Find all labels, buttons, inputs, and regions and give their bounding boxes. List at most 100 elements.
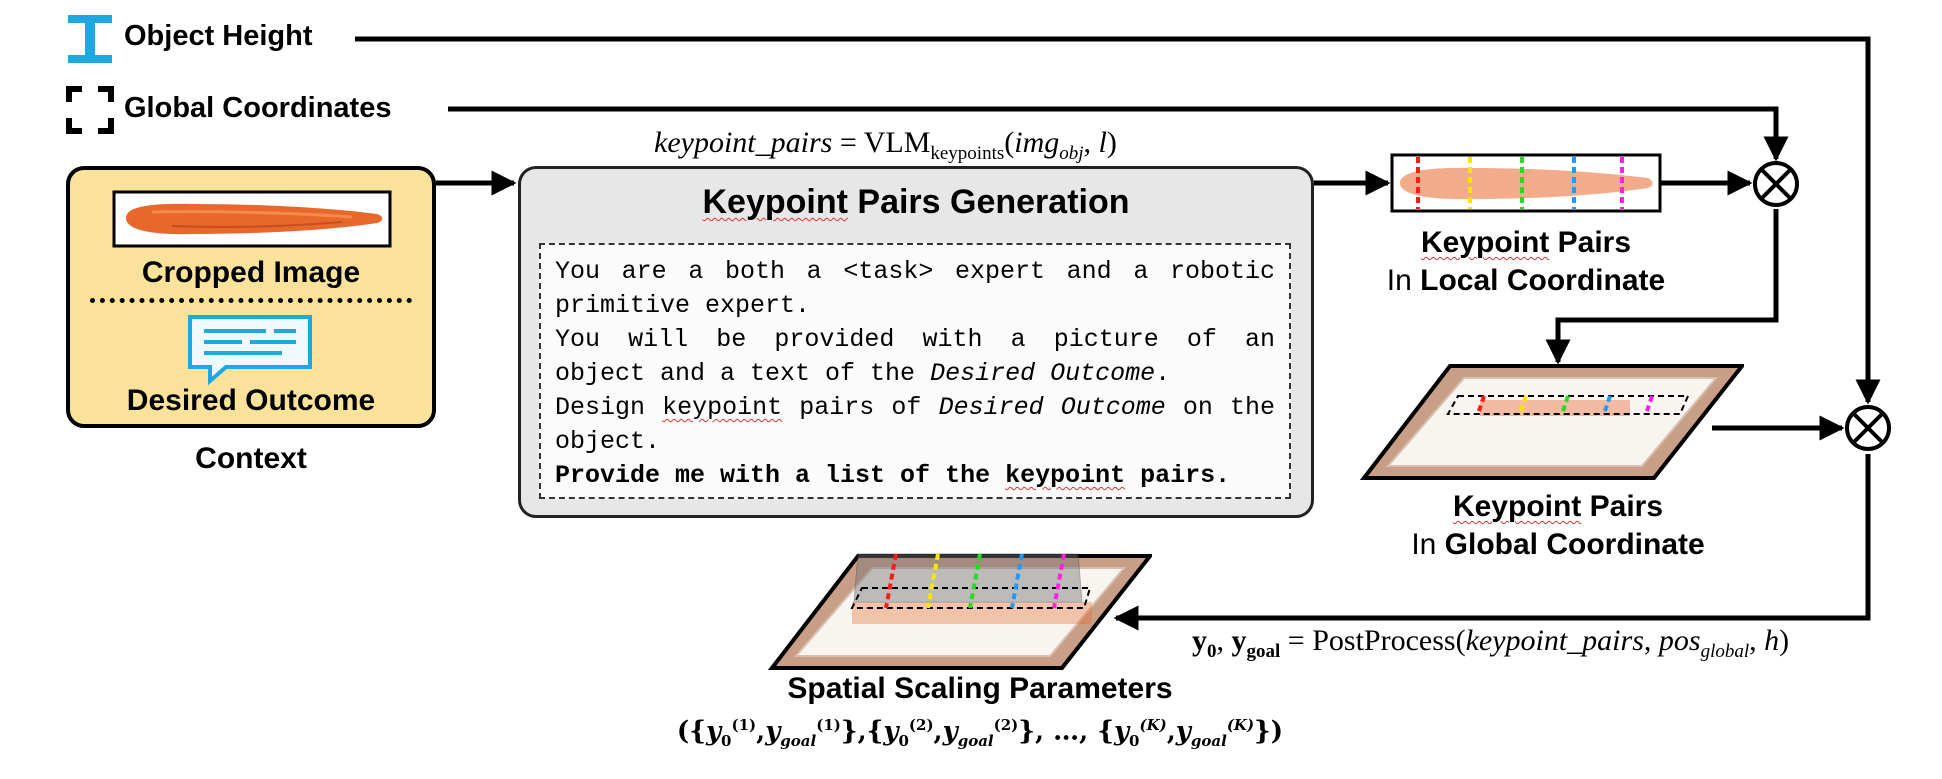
object-height-legend [66, 12, 114, 71]
keypoint-line [926, 553, 940, 609]
global-coordinates-legend [66, 86, 114, 139]
pp-y0: y [1192, 624, 1207, 657]
sf-subgoal-2: goal [957, 731, 994, 750]
sf-y0-2: y [883, 716, 899, 747]
global-keypoint-tray [1360, 364, 1744, 480]
vlm-equation: keypoint_pairs = VLMkeypoints(imgobj, l) [654, 126, 1117, 165]
pp-equals: = [1287, 624, 1305, 657]
sf-comma-1: , [756, 716, 766, 747]
equation-arg-img: img [1014, 126, 1060, 159]
local-keypoint-lines [1416, 157, 1624, 209]
prompt-line-3-em: Desired Outcome [938, 393, 1166, 422]
sf-ygoal-k: y [1175, 716, 1191, 747]
prompt-line-4: Provide me with a list of the keypoint p… [555, 459, 1275, 493]
local-sub-prefix: In [1386, 264, 1421, 297]
pp-function: PostProcess [1312, 624, 1456, 657]
global-coordinates-label: Global Coordinates [124, 92, 392, 124]
global-title-keypoint: Keypoint [1452, 490, 1582, 523]
equation-equals: = [839, 126, 857, 159]
pp-y0-sub: 0 [1207, 641, 1217, 662]
global-sub-prefix: In [1411, 528, 1445, 561]
sf-subgoal-k: goal [1190, 731, 1227, 750]
equation-lhs: keypoint_pairs [654, 126, 833, 159]
text-message-icon [188, 315, 312, 385]
equation-function-sub: keypoints [930, 143, 1005, 164]
sf-supk-b: (K) [1226, 716, 1255, 734]
global-keypoint-subtitle: In Global Coordinate [1372, 526, 1744, 564]
combine-to-scaling-arrow [1113, 454, 1871, 631]
keypoint-line [1052, 553, 1066, 609]
local-title-rest: Pairs [1549, 226, 1632, 259]
keypoint-line [1602, 395, 1612, 415]
desired-outcome-label: Desired Outcome [126, 384, 376, 417]
context-caption: Context [195, 442, 307, 475]
prompt-line-3: Design keypoint pairs of Desired Outcome… [555, 391, 1275, 459]
global-keypoint-title: Keypoint Pairs [1372, 490, 1744, 524]
keypoint-generation-box: Keypoint Pairs Generation You are a both… [518, 166, 1314, 518]
sf-comma-k: , [1166, 716, 1176, 747]
local-title-keypoint: Keypoint [1420, 226, 1550, 259]
sf-ellipsis: }, …, { [1018, 716, 1114, 747]
sf-supk-a: (K) [1139, 716, 1167, 734]
pp-sep2: , [1749, 624, 1765, 657]
pp-arg-pos-sub: global [1700, 641, 1750, 662]
context-divider [90, 298, 412, 303]
prompt-line-4-a: Provide me with a list of the [555, 461, 1006, 490]
scaling-tray [768, 553, 1152, 670]
keypoint-line [1476, 395, 1486, 415]
combine-operator-2 [1845, 405, 1891, 451]
equation-function: VLM [863, 126, 931, 159]
sf-y0-1: y [705, 716, 722, 747]
height-icon [68, 15, 112, 63]
local-keypoint-image [1390, 153, 1662, 213]
pp-ygoal-sub: goal [1246, 641, 1281, 662]
combine-to-global-arrow [1545, 209, 1779, 365]
generation-title: Keypoint Pairs Generation [521, 183, 1311, 222]
prompt-line-1: You are a both a <task> expert and a rob… [555, 257, 1275, 320]
cropped-image-label: Cropped Image [141, 256, 361, 289]
pp-open: ( [1455, 624, 1466, 657]
generation-title-keypoint: Keypoint [702, 183, 848, 221]
bounding-box-icon [66, 86, 114, 134]
equation-arg-img-sub: obj [1059, 143, 1084, 164]
pp-arg-h: h [1764, 624, 1780, 657]
sf-mid: },{ [840, 716, 884, 747]
sf-y0-k: y [1113, 716, 1130, 747]
prompt-line-4-keypoint: keypoint [1005, 461, 1126, 490]
combine-operator-1 [1753, 161, 1799, 207]
prompt-line-2-em: Desired Outcome [930, 359, 1156, 388]
keypoint-line [968, 553, 982, 609]
prompt-line-2: You will be provided with a picture of a… [555, 323, 1275, 391]
local-keypoint-subtitle: In Local Coordinate [1340, 262, 1712, 300]
global-keypoint-lines [1476, 395, 1654, 415]
prompt-line-2-a: You will be provided with a picture of a… [555, 325, 1275, 388]
equation-sep: , [1083, 126, 1099, 159]
object-height-label: Object Height [124, 20, 313, 52]
keypoint-line [1560, 395, 1570, 415]
scaling-title: Spatial Scaling Parameters [787, 672, 1173, 705]
scaling-keypoint-lines [884, 553, 1066, 609]
sf-sup1-b: (1) [816, 716, 841, 734]
equation-open: ( [1004, 126, 1015, 159]
sf-sup1-a: (1) [731, 716, 757, 734]
prompt-line-3-c: on the object. [555, 393, 1275, 456]
sf-sup2-b: (2) [993, 716, 1019, 734]
prompt-line-3-keypoint: keypoint [662, 393, 783, 422]
local-sub-bold: Local Coordinate [1420, 264, 1666, 297]
postprocess-equation: y0, ygoal = PostProcess(keypoint_pairs, … [1192, 624, 1789, 663]
keypoint-line [1518, 395, 1528, 415]
pp-close: ) [1779, 624, 1790, 657]
pp-lhs-sep: , [1216, 624, 1232, 657]
object-height-arrow [355, 36, 1881, 405]
cropped-image [112, 190, 392, 248]
pp-ygoal: y [1231, 624, 1247, 657]
sf-sub0-2: 0 [898, 731, 909, 750]
pp-sep1: , [1643, 624, 1659, 657]
sf-sub0-1: 0 [721, 731, 732, 750]
equation-close: ) [1106, 126, 1117, 159]
equation-arg-l: l [1098, 126, 1107, 159]
prompt-line-3-a: Design [555, 393, 663, 422]
prompt-line-2-b: . [1155, 359, 1171, 388]
pp-arg-keypoint-pairs: keypoint_pairs [1465, 624, 1644, 657]
